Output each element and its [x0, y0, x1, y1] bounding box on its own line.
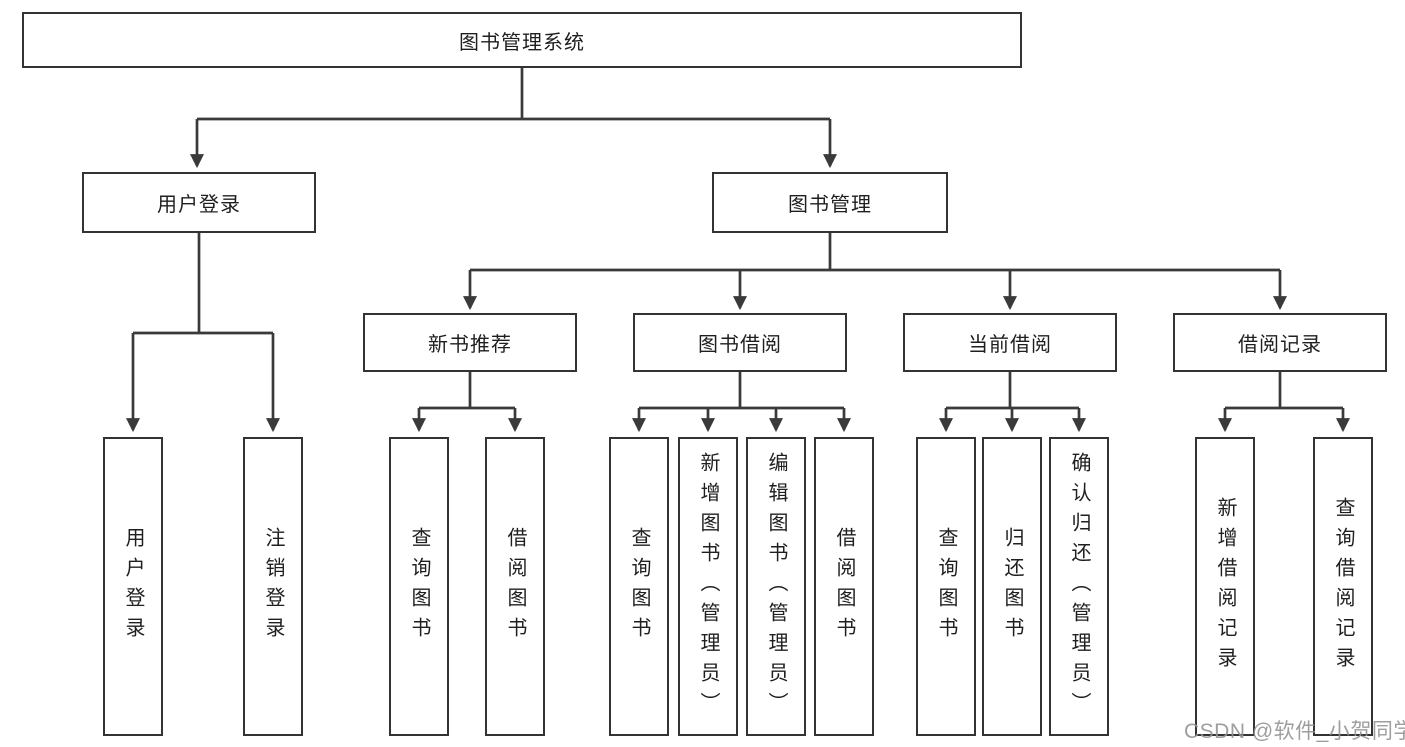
node-new-book-recommend-label: 新书推荐: [428, 334, 512, 356]
leaf-confirm-return-admin-label: 确认归还（管理员）: [1068, 451, 1090, 722]
leaf-borrow-book-1-label: 借阅图书: [504, 526, 526, 647]
leaf-return-book: 归还图书: [982, 437, 1042, 736]
node-book-borrow: 图书借阅: [633, 313, 847, 372]
leaf-add-book-admin-label: 新增图书（管理员）: [697, 451, 719, 722]
node-root-system-label: 图书管理系统: [459, 31, 585, 54]
leaf-return-book-label: 归还图书: [1001, 526, 1023, 647]
node-user-login-branch-label: 用户登录: [157, 194, 241, 216]
node-user-login-branch: 用户登录: [82, 172, 316, 233]
csdn-watermark: CSDN @软件_小贺同学: [1184, 720, 1405, 743]
node-new-book-recommend: 新书推荐: [363, 313, 577, 372]
leaf-query-borrow-record: 查询借阅记录: [1313, 437, 1373, 736]
leaf-logout: 注销登录: [243, 437, 303, 736]
leaf-borrow-book-1: 借阅图书: [485, 437, 545, 736]
node-book-management-branch: 图书管理: [712, 172, 948, 233]
node-book-management-branch-label: 图书管理: [788, 194, 872, 216]
node-root-system: 图书管理系统: [22, 12, 1022, 68]
leaf-logout-label: 注销登录: [262, 526, 284, 647]
leaf-query-book-3-label: 查询图书: [935, 526, 957, 647]
leaf-user-login-label: 用户登录: [122, 526, 144, 647]
leaf-add-book-admin: 新增图书（管理员）: [678, 437, 738, 736]
leaf-add-borrow-record-label: 新增借阅记录: [1214, 496, 1236, 677]
node-borrow-record-label: 借阅记录: [1238, 334, 1322, 356]
node-book-borrow-label: 图书借阅: [698, 334, 782, 356]
leaf-edit-book-admin-label: 编辑图书（管理员）: [765, 451, 787, 722]
node-borrow-record: 借阅记录: [1173, 313, 1387, 372]
leaf-query-book-1: 查询图书: [389, 437, 449, 736]
leaf-query-book-3: 查询图书: [916, 437, 976, 736]
leaf-borrow-book-2-label: 借阅图书: [833, 526, 855, 647]
leaf-borrow-book-2: 借阅图书: [814, 437, 874, 736]
leaf-query-book-2-label: 查询图书: [628, 526, 650, 647]
leaf-query-book-1-label: 查询图书: [408, 526, 430, 647]
leaf-add-borrow-record: 新增借阅记录: [1195, 437, 1255, 736]
leaf-query-borrow-record-label: 查询借阅记录: [1332, 496, 1354, 677]
leaf-edit-book-admin: 编辑图书（管理员）: [746, 437, 806, 736]
node-current-borrow-label: 当前借阅: [968, 334, 1052, 356]
node-current-borrow: 当前借阅: [903, 313, 1117, 372]
leaf-user-login: 用户登录: [103, 437, 163, 736]
leaf-query-book-2: 查询图书: [609, 437, 669, 736]
leaf-confirm-return-admin: 确认归还（管理员）: [1049, 437, 1109, 736]
